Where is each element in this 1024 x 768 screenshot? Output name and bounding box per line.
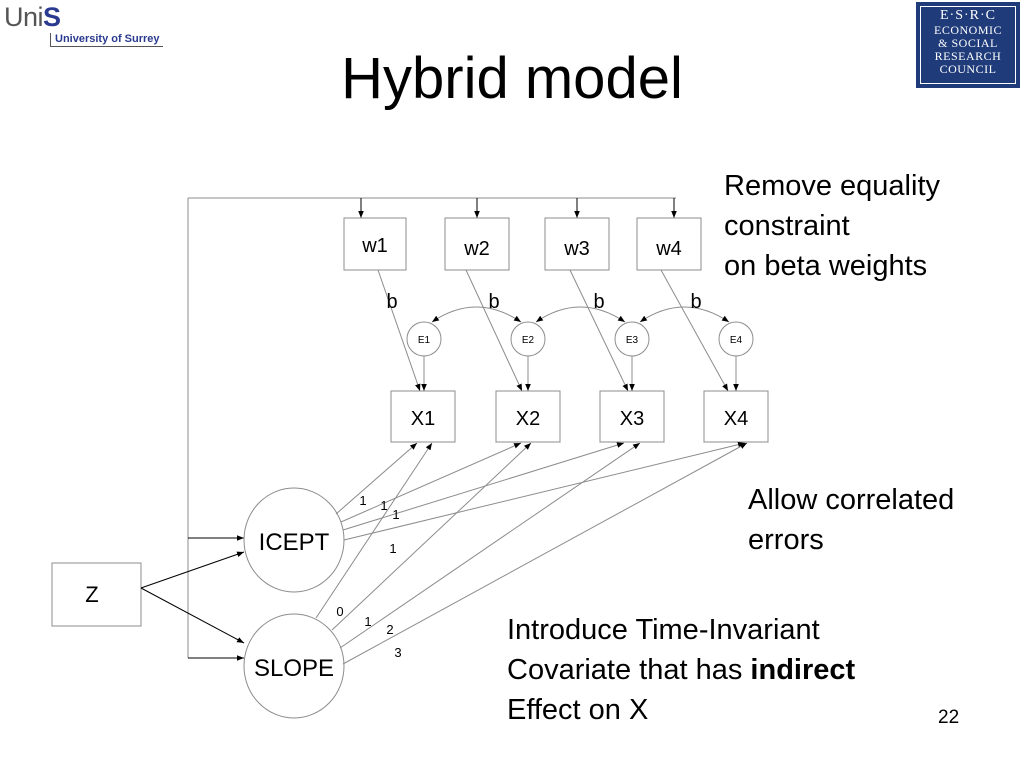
observed-label-x2: X2 [516, 408, 540, 430]
w1-to-x1-path [377, 269, 421, 392]
latent-circle-slope [243, 613, 345, 719]
esrc-acronym: E·S·R·C [940, 8, 996, 23]
page-number: 22 [938, 707, 960, 728]
note-line: Allow correlated [748, 484, 955, 516]
observed-label-x4: X4 [724, 408, 748, 430]
esrc-logo: E·S·R·C ECONOMIC & SOCIAL RESEARCH COUNC… [916, 2, 1020, 88]
e3-e4-covariance [639, 306, 730, 323]
latent-label-slope: SLOPE [254, 655, 334, 682]
error-label-e2: E2 [522, 335, 535, 346]
weight-label-w2: w2 [463, 238, 490, 260]
intercept-loading-value: 1 [359, 493, 366, 508]
covariate-label-z: Z [85, 582, 98, 607]
e1-e2-covariance [431, 306, 522, 323]
note-line: Effect on X [507, 694, 649, 726]
weight-label-w4: w4 [655, 238, 682, 260]
beta-label: b [386, 291, 397, 313]
icept-to-x2-loading [340, 442, 522, 523]
observed-label-x1: X1 [411, 408, 435, 430]
university-of-surrey-logo: UniS University of Surrey [4, 2, 174, 52]
note-line: errors [748, 524, 824, 556]
note-line: Introduce Time-Invariant [507, 614, 820, 646]
observed-box-x2 [495, 390, 561, 443]
slope-loading-value: 0 [336, 604, 343, 619]
unis-wordmark: UniS [4, 2, 61, 32]
e2-e3-covariance [535, 306, 626, 323]
slope-to-x1-loading [315, 442, 433, 619]
weight-box-w1 [343, 217, 407, 271]
covariate-box-z [51, 562, 142, 627]
weight-box-w4 [636, 217, 702, 271]
icept-to-x4-loading [343, 441, 746, 541]
w4-to-x4-path [660, 269, 729, 392]
observed-label-x3: X3 [620, 408, 644, 430]
note-line: on beta weights [724, 250, 928, 282]
note-line: Covariate that has indirect [507, 654, 856, 686]
latent-label-icept: ICEPT [259, 529, 330, 556]
intercept-loading-value: 1 [392, 507, 399, 522]
note-covariate: Introduce Time-Invariant Covariate that … [507, 610, 855, 730]
esrc-line: RESEARCH [934, 49, 1002, 63]
icept-to-x3-loading [342, 442, 625, 531]
note-line: Remove equality [724, 170, 940, 202]
beta-label: b [690, 291, 701, 313]
beta-label: b [593, 291, 604, 313]
error-label-e4: E4 [730, 335, 743, 346]
observed-box-x4 [703, 390, 769, 443]
error-label-e3: E3 [626, 335, 639, 346]
icept-to-x1-loading [335, 442, 418, 515]
w3-to-x3-path [569, 269, 629, 392]
intercept-loading-value: 1 [389, 541, 396, 556]
slope-loading-value: 2 [386, 622, 393, 637]
esrc-line: COUNCIL [939, 62, 997, 76]
z-to-slope-arrow [140, 587, 245, 644]
weight-box-w2 [444, 217, 510, 271]
slide-title: Hybrid model [341, 46, 683, 111]
emphasis-indirect: indirect [750, 654, 856, 686]
esrc-line: ECONOMIC [933, 23, 1002, 37]
slope-loading-value: 3 [394, 645, 401, 660]
slope-loading-value: 1 [364, 614, 371, 629]
note-remove-constraint: Remove equality constraint on beta weigh… [724, 166, 940, 286]
observed-box-x1 [390, 390, 456, 443]
weight-label-w1: w1 [361, 235, 388, 257]
error-label-e1: E1 [418, 335, 431, 346]
slope-to-x3-loading [339, 442, 641, 649]
slope-to-x4-loading [342, 442, 748, 665]
w2-to-x2-path [465, 269, 523, 392]
slope-to-x2-loading [331, 442, 532, 631]
z-to-icept-arrow [140, 551, 245, 589]
beta-label: b [488, 291, 499, 313]
note-line: constraint [724, 210, 850, 242]
weight-box-w3 [544, 217, 610, 271]
weight-label-w3: w3 [563, 238, 590, 260]
intercept-loading-value: 1 [380, 498, 387, 513]
esrc-line: & SOCIAL [938, 36, 998, 50]
observed-box-x3 [599, 390, 665, 443]
note-correlated-errors: Allow correlated errors [748, 480, 954, 560]
unis-subtitle: University of Surrey [50, 33, 163, 47]
